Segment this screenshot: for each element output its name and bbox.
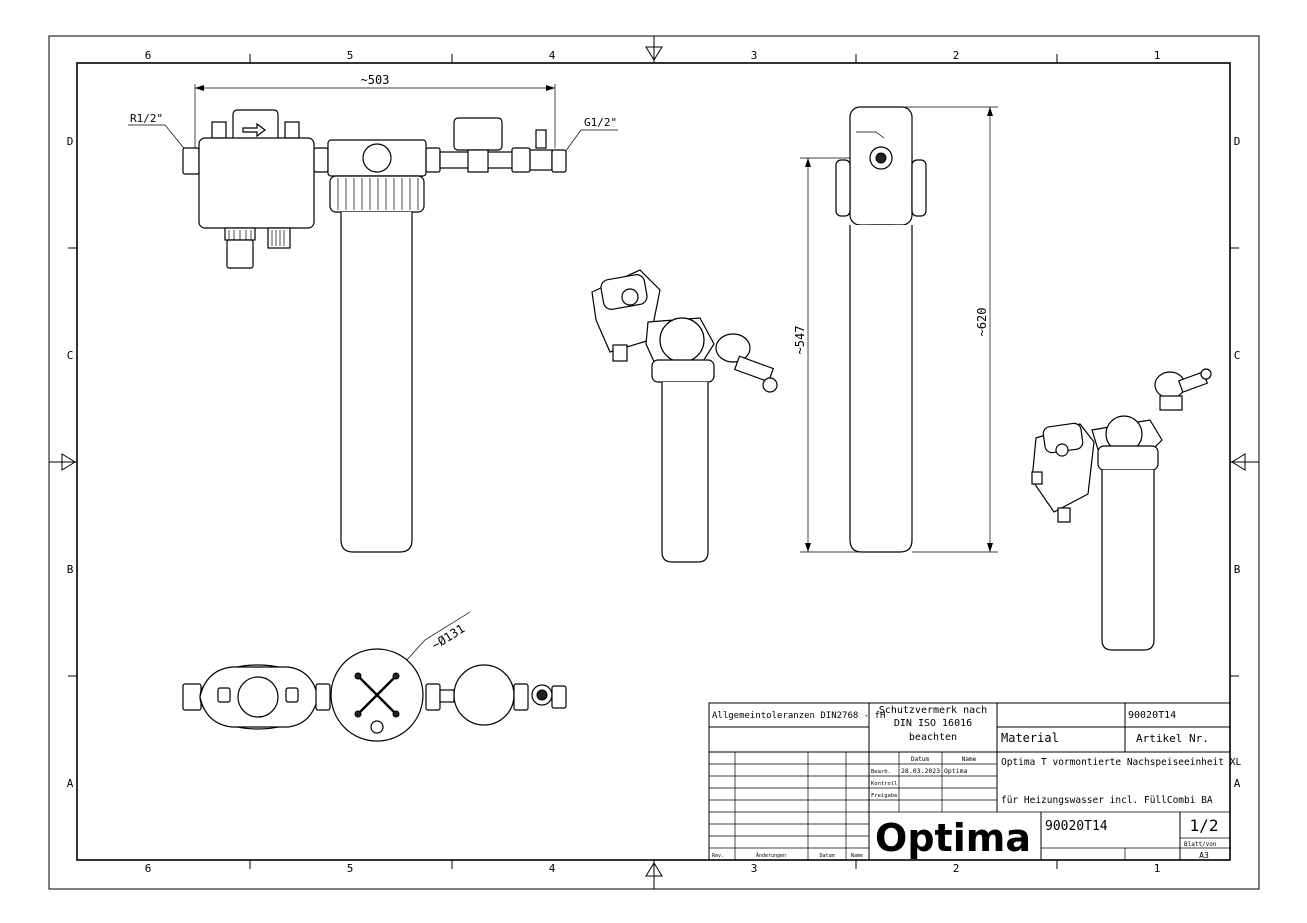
dim-filter-diameter: ~Ø131 xyxy=(429,622,467,653)
col-label-top: 2 xyxy=(953,49,960,62)
row-bearb: Bearb. xyxy=(871,769,891,775)
col-label-bottom: 1 xyxy=(1154,862,1161,875)
changes-label: Änderungen xyxy=(756,852,786,859)
dim-housing-height: ~547 xyxy=(793,326,807,355)
side-view: ~547 ~620 xyxy=(793,106,998,553)
title-block: Allgemeintoleranzen DIN2768 - fH Schutzv… xyxy=(708,702,1241,861)
drawing-date: 28.03.2023 xyxy=(901,767,940,775)
description-line-2: für Heizungswasser incl. FüllCombi BA xyxy=(1001,795,1213,806)
material-label: Material xyxy=(1001,731,1059,745)
col-label-top: 6 xyxy=(145,49,152,62)
centering-marks xyxy=(49,36,1259,889)
zone-labels: 6 5 4 3 2 1 6 5 4 3 2 1 D C B A D C B A xyxy=(67,49,1241,875)
col-label-top: 3 xyxy=(751,49,758,62)
rev-name-label: Name xyxy=(851,853,863,859)
col-label-bottom: 3 xyxy=(751,862,758,875)
col-label-top: 4 xyxy=(549,49,556,62)
protection-note-3: beachten xyxy=(909,732,957,743)
rev-label: Rev. xyxy=(712,853,724,859)
col-label-bottom: 5 xyxy=(347,862,354,875)
article-number-top: 90020T14 xyxy=(1128,710,1176,721)
row-kontroll: Kontroll xyxy=(871,781,898,787)
sheet-label: Blatt/von xyxy=(1184,841,1217,848)
tolerances-label: Allgemeintoleranzen DIN2768 - fH xyxy=(712,711,885,721)
optima-logo: Optima xyxy=(875,816,1031,860)
rev-date-label: Datum xyxy=(819,853,834,859)
name-header: Name xyxy=(962,756,977,763)
row-label-right: D xyxy=(1234,135,1241,148)
dim-left-connection: R1/2" xyxy=(130,112,163,125)
drawing-author: Optima xyxy=(944,767,968,775)
row-label-left: C xyxy=(67,349,74,362)
front-view: ~503 R1/2" G1/2" xyxy=(128,73,618,553)
isometric-view-right xyxy=(1031,368,1212,651)
drawing-number: 90020T14 xyxy=(1045,819,1108,834)
row-label-left: D xyxy=(67,135,74,148)
row-label-right: A xyxy=(1234,777,1241,790)
col-label-bottom: 2 xyxy=(953,862,960,875)
description-line-1: Optima T vormontierte Nachspeiseeinheit … xyxy=(1001,757,1241,768)
isometric-view-left xyxy=(591,269,778,563)
row-freigabe: Freigabe xyxy=(871,793,898,799)
col-label-top: 5 xyxy=(347,49,354,62)
col-label-top: 1 xyxy=(1154,49,1161,62)
col-label-bottom: 4 xyxy=(549,862,556,875)
paper-format: A3 xyxy=(1199,851,1209,860)
protection-note-2: DIN ISO 16016 xyxy=(894,718,972,729)
row-label-right: C xyxy=(1234,349,1241,362)
col-label-bottom: 6 xyxy=(145,862,152,875)
article-label: Artikel Nr. xyxy=(1136,732,1209,745)
datum-header: Datum xyxy=(911,756,929,763)
zone-ticks xyxy=(68,54,1239,869)
sheet-number: 1/2 xyxy=(1190,816,1219,835)
dim-overall-height: ~620 xyxy=(975,308,989,337)
row-label-left: B xyxy=(67,563,74,576)
protection-note-1: Schutzvermerk nach xyxy=(879,705,987,716)
row-label-left: A xyxy=(67,777,74,790)
row-label-right: B xyxy=(1234,563,1241,576)
dim-overall-width: ~503 xyxy=(361,73,390,87)
top-view: ~Ø131 xyxy=(182,611,567,742)
dim-right-connection: G1/2" xyxy=(584,116,617,129)
